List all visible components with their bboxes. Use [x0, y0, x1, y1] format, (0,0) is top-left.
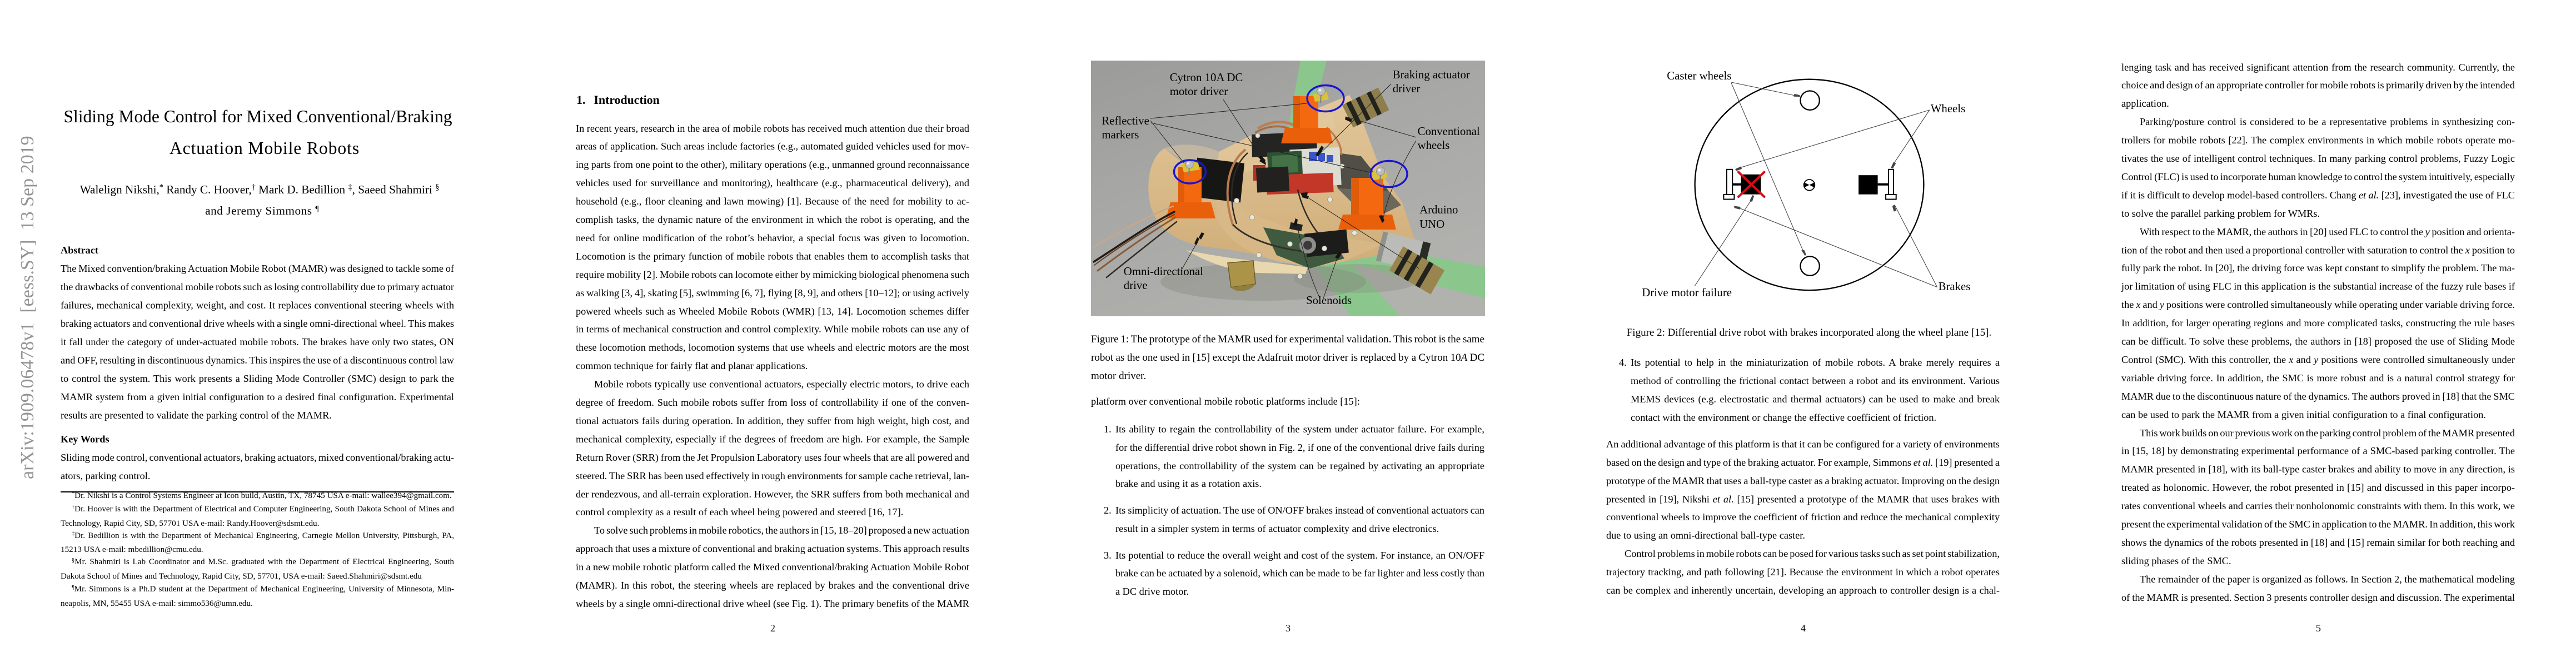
svg-text:arXiv:1909.06478v1 [eess.SY]: arXiv:1909.06478v1 [eess.SY] 13 Sep 2019: [17, 136, 38, 479]
